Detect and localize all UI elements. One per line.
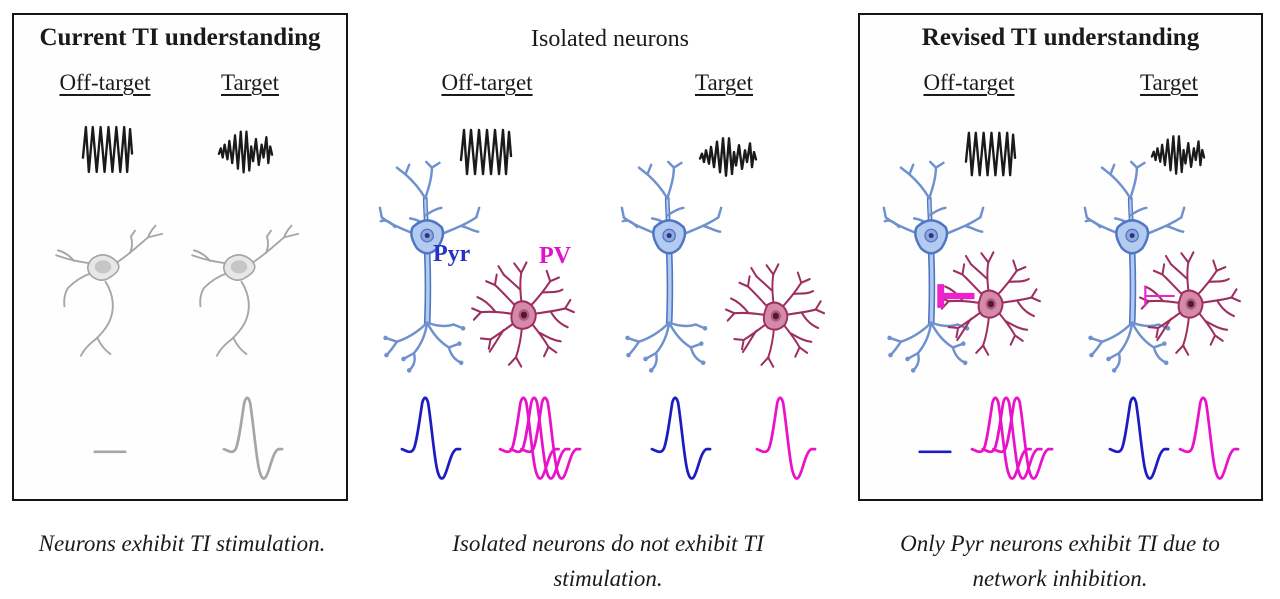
column-header-target: Target [221,70,279,95]
panel-isolated-title: Isolated neurons [531,26,689,52]
panel-revised-ti-caption: Only Pyr neurons exhibit TI due to netwo… [900,531,1220,591]
spike-trace-icon [223,397,283,479]
panel-isolated-caption: Isolated neurons do not exhibit TI stimu… [452,531,764,591]
spike-trace-icon [756,397,816,479]
generic-neuron-icon [191,224,300,357]
pyr-neuron-icon [620,160,724,380]
column-header-target: Target [695,70,753,95]
no-spike-trace-icon [919,451,951,453]
panel-current-ti-box [12,13,348,501]
pv-neuron-icon [724,263,826,368]
hf-waveform-icon [82,126,133,173]
pyr-neuron-label: Pyr [433,241,471,267]
panel-current-ti-title: Current TI understanding [39,24,321,51]
burst-trace-icon [498,390,582,487]
column-header-target: Target [1140,70,1198,95]
pv-neuron-icon [471,261,575,368]
panel-revised-ti-title: Revised TI understanding [921,24,1200,51]
generic-neuron-icon [55,224,164,357]
pv-neuron-label: PV [539,243,571,269]
column-header-off-target: Off-target [441,70,533,95]
spike-trace-icon [1179,397,1239,479]
am-waveform-icon [218,131,273,173]
spike-trace-icon [1109,397,1169,479]
no-spike-trace-icon [94,451,126,453]
spike-trace-icon [401,397,461,479]
column-header-off-target: Off-target [59,70,151,95]
panel-current-ti-caption: Neurons exhibit TI stimulation. [38,531,326,556]
panel-revised-ti-box [858,13,1263,501]
inhibition-synapse-weak-icon [1145,285,1175,307]
inhibition-synapse-strong-icon [940,283,975,309]
burst-trace-icon [970,390,1054,487]
column-header-off-target: Off-target [923,70,1015,95]
spike-trace-icon [651,397,711,479]
